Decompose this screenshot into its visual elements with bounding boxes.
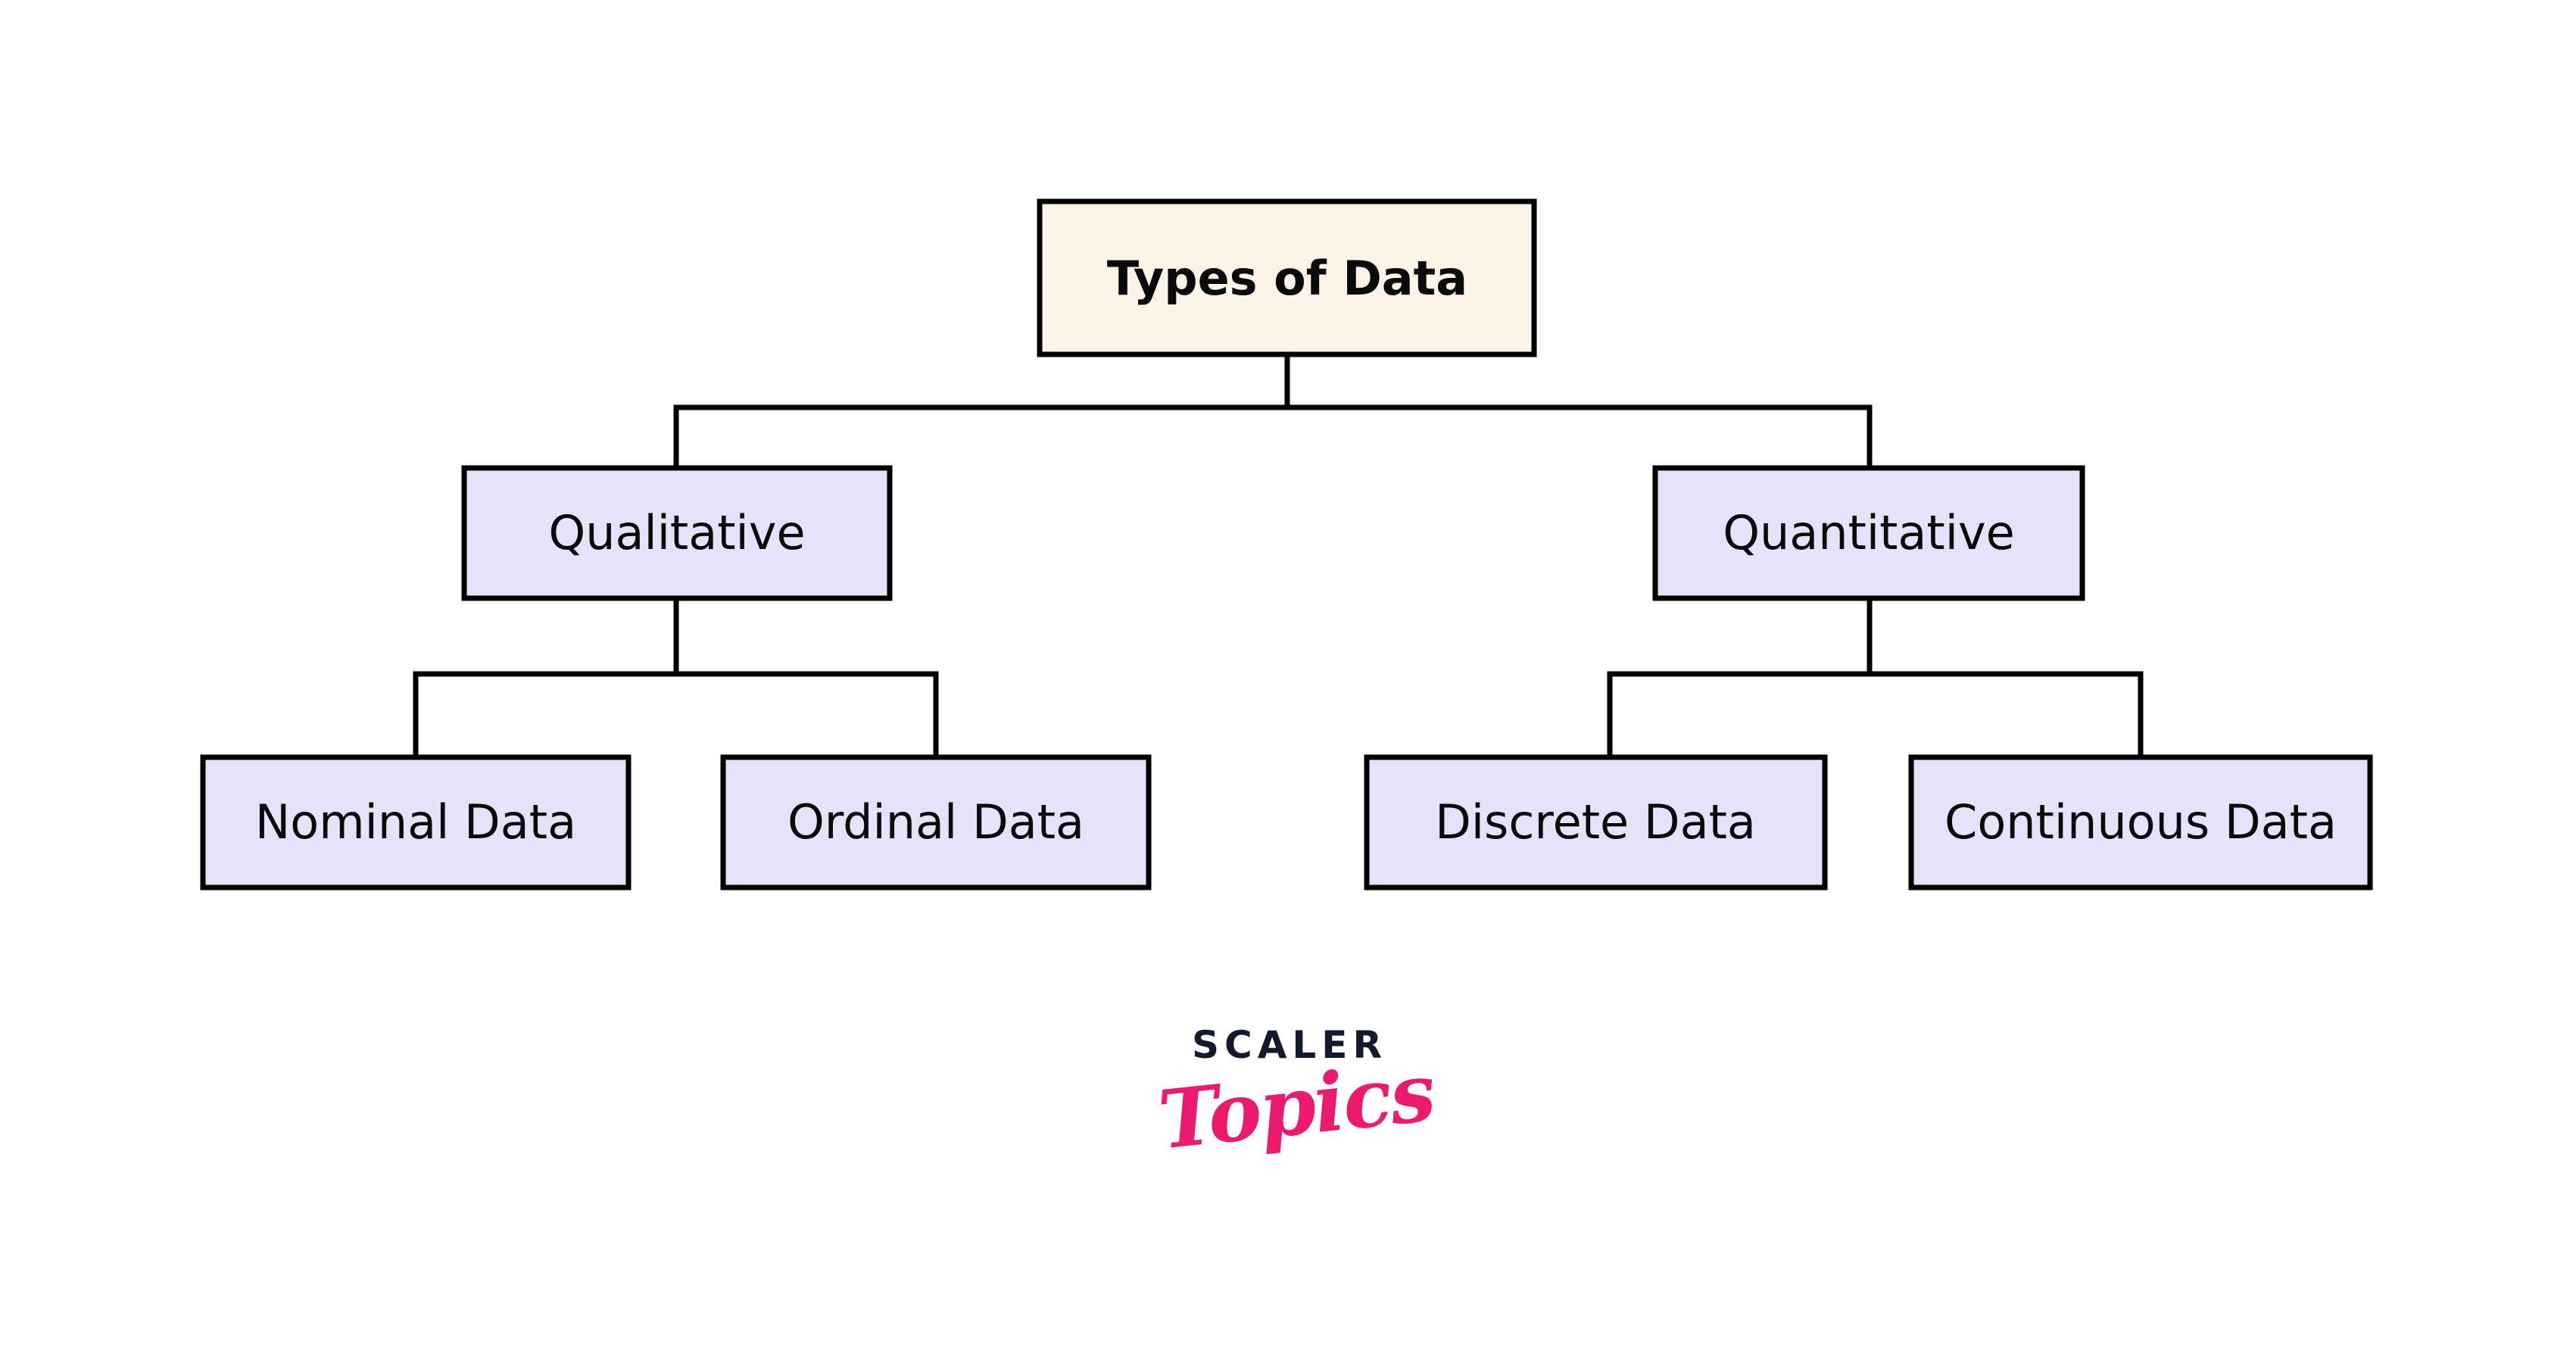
node-nominal-data-box [200,754,632,891]
connector-group [413,351,2144,760]
node-quantitative[interactable]: Quantitative [1652,465,2085,601]
node-discrete-data-label: Discrete Data [1435,794,1756,850]
scaler-wordmark: SCALER [1192,1023,1387,1067]
scaler-topics-logo: SCALER Topics [1154,1023,1438,1223]
node-ordinal-data-label: Ordinal Data [787,794,1084,850]
node-nominal-data[interactable]: Nominal Data [200,754,632,891]
node-continuous-data-box [1908,754,2373,891]
node-types-of-data-box [1037,198,1537,357]
node-qualitative-box [461,465,893,601]
node-ordinal-data[interactable]: Ordinal Data [720,754,1152,891]
topics-script-wordmark: Topics [1154,1044,1439,1168]
node-qualitative-label: Qualitative [548,505,805,560]
node-ordinal-data-box [720,754,1152,891]
node-discrete-data-box [1364,754,1828,891]
node-nominal-data-label: Nominal Data [255,794,576,850]
node-discrete-data[interactable]: Discrete Data [1364,754,1828,891]
node-quantitative-box [1652,465,2085,601]
node-types-of-data-label: Types of Data [1107,251,1467,306]
node-types-of-data[interactable]: Types of Data [1037,198,1537,357]
node-qualitative[interactable]: Qualitative [461,465,893,601]
node-quantitative-label: Quantitative [1723,505,2015,560]
node-continuous-data-label: Continuous Data [1944,794,2337,850]
node-continuous-data[interactable]: Continuous Data [1908,754,2373,891]
